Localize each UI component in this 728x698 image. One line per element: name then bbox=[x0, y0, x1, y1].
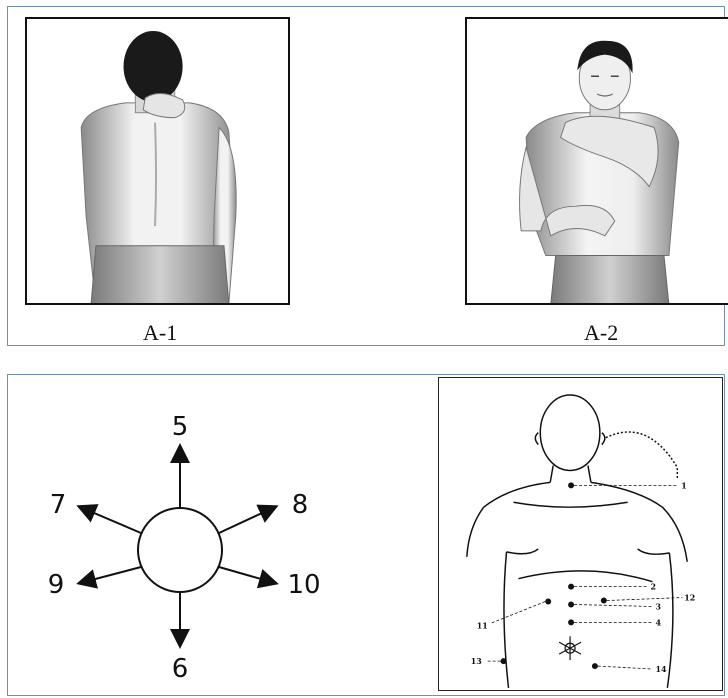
figure-a1-image bbox=[25, 17, 290, 305]
label-lower-right: 10 bbox=[287, 570, 320, 600]
arrow-upper-right bbox=[219, 507, 275, 533]
arrow-upper-left bbox=[80, 507, 141, 533]
top-figure-panel: A-1 bbox=[7, 6, 725, 346]
body-outline: 1 2 3 4 11 12 13 14 bbox=[439, 378, 722, 690]
point-label-11: 11 bbox=[477, 621, 488, 630]
front-view-illustration bbox=[467, 19, 728, 303]
label-up: 5 bbox=[172, 412, 189, 442]
label-upper-right: 8 bbox=[292, 490, 309, 520]
point-label-14: 14 bbox=[655, 665, 667, 674]
figure-a2-caption: A-2 bbox=[584, 320, 618, 346]
label-lower-left: 9 bbox=[48, 570, 65, 600]
center-circle bbox=[138, 508, 222, 592]
figure-a2-image bbox=[465, 17, 728, 305]
direction-diagram: 5 6 7 8 9 10 bbox=[8, 375, 428, 695]
back-view-illustration bbox=[27, 19, 288, 303]
point-label-1: 1 bbox=[681, 481, 687, 490]
body-points-diagram: 1 2 3 4 11 12 13 14 bbox=[438, 377, 723, 691]
arrow-lower-right bbox=[219, 567, 275, 583]
bottom-figure-panel: 5 6 7 8 9 10 bbox=[7, 374, 725, 696]
point-label-4: 4 bbox=[655, 618, 661, 627]
point-label-2: 2 bbox=[651, 583, 657, 592]
point-label-13: 13 bbox=[471, 657, 483, 666]
arrow-lower-left bbox=[80, 567, 141, 583]
figure-a1-caption: A-1 bbox=[143, 320, 177, 346]
label-down: 6 bbox=[172, 654, 189, 684]
point-label-3: 3 bbox=[655, 602, 661, 611]
label-upper-left: 7 bbox=[50, 490, 67, 520]
point-label-12: 12 bbox=[684, 594, 695, 603]
star-symbol bbox=[559, 636, 581, 660]
